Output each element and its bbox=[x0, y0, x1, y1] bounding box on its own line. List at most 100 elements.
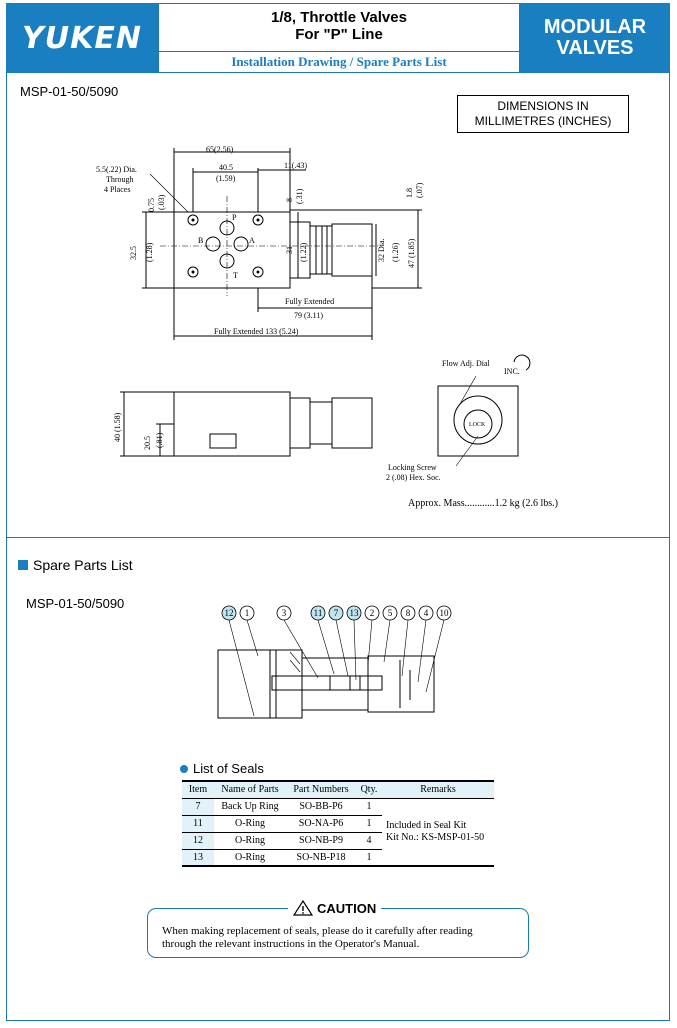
dim-65: 65(2.56) bbox=[206, 145, 234, 154]
callout-bubble bbox=[239, 605, 255, 621]
section-body bbox=[217, 649, 303, 719]
spare-model-number: MSP-01-50/5090 bbox=[26, 596, 125, 611]
knob-collar-side bbox=[309, 401, 333, 445]
dim-32-dia: 32 Dia. bbox=[377, 238, 386, 262]
table-row: 7 Back Up Ring SO-BB-P6 1 Included in Se… bbox=[182, 798, 494, 867]
dim-32-5-in: (1.28) bbox=[145, 242, 154, 262]
caution-line-2: through the relevant instructions in the… bbox=[162, 938, 420, 950]
dim-31-in: (1.22) bbox=[299, 242, 308, 262]
dimensions-note-line-2: MILLIMETRES (INCHES) bbox=[474, 114, 612, 128]
table-header-row: Item Name of Parts Part Numbers Qty. Rem… bbox=[182, 780, 494, 799]
valve-housing-side bbox=[289, 397, 311, 449]
callout-bubble bbox=[276, 605, 292, 621]
cell-part: SO-NA-P6 bbox=[286, 815, 356, 833]
locking-screw-1: Locking Screw bbox=[388, 463, 437, 472]
dim-32-5: 32.5 bbox=[129, 246, 138, 260]
callout-7: 7 bbox=[334, 608, 339, 618]
cell-qty: 1 bbox=[356, 849, 382, 867]
category-line-1: MODULAR bbox=[543, 16, 647, 38]
square-bullet-icon bbox=[18, 560, 28, 570]
callout-bubble bbox=[328, 605, 344, 621]
cell-qty: 1 bbox=[356, 815, 382, 833]
callout-bubble bbox=[310, 605, 326, 621]
dim-31: 31 bbox=[285, 246, 294, 254]
callout-3: 3 bbox=[282, 608, 287, 618]
spool bbox=[271, 675, 383, 691]
callout-4: 4 bbox=[424, 608, 429, 618]
knob-top bbox=[331, 223, 373, 277]
cell-remarks: Included in Seal Kit Kit No.: KS-MSP-01-… bbox=[382, 798, 494, 867]
dim-47: 47 (1.85) bbox=[407, 238, 416, 268]
port-label-t: T bbox=[233, 271, 238, 280]
cell-part: SO-NB-P18 bbox=[286, 849, 356, 867]
spare-parts-heading-text: Spare Parts List bbox=[33, 557, 133, 573]
table-row: 11 O-Ring SO-NA-P6 1 bbox=[182, 815, 494, 833]
warning-triangle-icon bbox=[293, 900, 313, 916]
dim-8: 8 bbox=[285, 198, 294, 202]
mount-hole bbox=[252, 214, 264, 226]
dot-bullet-icon bbox=[180, 764, 188, 773]
seals-heading-text: List of Seals bbox=[193, 761, 264, 776]
cell-item: 7 bbox=[182, 798, 214, 816]
spare-parts-heading: Spare Parts List bbox=[18, 557, 133, 573]
cell-item: 13 bbox=[182, 849, 214, 867]
lock-ring bbox=[463, 409, 493, 439]
seals-heading: List of Seals bbox=[180, 761, 264, 776]
drawing-model-number: MSP-01-50/5090 bbox=[20, 84, 119, 99]
title-box: 1/8, Throttle Valves For "P" Line Instal… bbox=[158, 3, 520, 73]
cell-item: 12 bbox=[182, 832, 214, 850]
header-band bbox=[6, 3, 670, 73]
cell-name: O-Ring bbox=[214, 832, 286, 850]
hole-note-1: 5.5(.22) Dia. bbox=[96, 165, 137, 174]
port-b bbox=[205, 236, 221, 252]
dim-11: 11(.43) bbox=[284, 161, 307, 170]
dim-133: Fully Extended 133 (5.24) bbox=[214, 327, 299, 336]
inc-label: INC. bbox=[504, 367, 520, 376]
callout-1: 1 bbox=[245, 608, 250, 618]
knob-collar-top bbox=[309, 225, 333, 275]
dim-1-8: 1.8 bbox=[405, 188, 414, 198]
cell-item: 11 bbox=[182, 815, 214, 833]
name-plate bbox=[209, 433, 237, 449]
col-name: Name of Parts bbox=[214, 780, 286, 799]
callout-11: 11 bbox=[314, 608, 323, 618]
flow-adj-dial bbox=[453, 395, 503, 445]
lock-label: LOCK bbox=[469, 422, 486, 428]
hole-note-2: Through bbox=[106, 175, 134, 184]
cell-name: O-Ring bbox=[214, 815, 286, 833]
dim-20-5: 20.5 bbox=[143, 436, 152, 450]
callout-13: 13 bbox=[350, 608, 360, 618]
dimensions-note: DIMENSIONS IN MILLIMETRES (INCHES) bbox=[457, 95, 629, 133]
callout-bubble bbox=[364, 605, 380, 621]
page-subtitle: Installation Drawing / Spare Parts List bbox=[159, 51, 519, 73]
callout-2: 2 bbox=[370, 608, 375, 618]
locking-screw-2: 2 (.08) Hex. Soc. bbox=[386, 473, 441, 482]
mount-hole bbox=[187, 214, 199, 226]
callout-10: 10 bbox=[440, 608, 450, 618]
yuken-logo: YUKEN bbox=[6, 3, 158, 73]
port-label-b: B bbox=[198, 236, 203, 245]
category-box: MODULAR VALVES bbox=[520, 3, 670, 73]
seals-table: Item Name of Parts Part Numbers Qty. Rem… bbox=[182, 780, 494, 867]
category-line-2: VALVES bbox=[556, 37, 634, 59]
callout-bubble bbox=[400, 605, 416, 621]
port-label-a: A bbox=[249, 236, 255, 245]
dim-40-5: 40.5 bbox=[219, 163, 233, 172]
caution-title: CAUTION bbox=[288, 900, 382, 916]
caution-line-1: When making replacement of seals, please… bbox=[162, 925, 473, 937]
dim-40-5-in: (1.59) bbox=[216, 174, 236, 183]
callout-8: 8 bbox=[406, 608, 411, 618]
callout-bubble bbox=[346, 605, 362, 621]
port-a bbox=[233, 236, 249, 252]
table-row: 12 O-Ring SO-NB-P9 4 bbox=[182, 832, 494, 850]
page-frame bbox=[6, 3, 670, 1021]
hole-note-3: 4 Places bbox=[104, 185, 130, 194]
dim-1-8-in: (.07) bbox=[415, 182, 424, 198]
fully-extended-label: Fully Extended bbox=[285, 297, 334, 306]
remarks-line-2: Kit No.: KS-MSP-01-50 bbox=[386, 831, 485, 843]
valve-body-side bbox=[173, 391, 291, 457]
port-label-p: P bbox=[232, 213, 237, 222]
callout-12: 12 bbox=[225, 608, 234, 618]
col-item: Item bbox=[182, 780, 214, 799]
section-knob bbox=[367, 655, 435, 713]
